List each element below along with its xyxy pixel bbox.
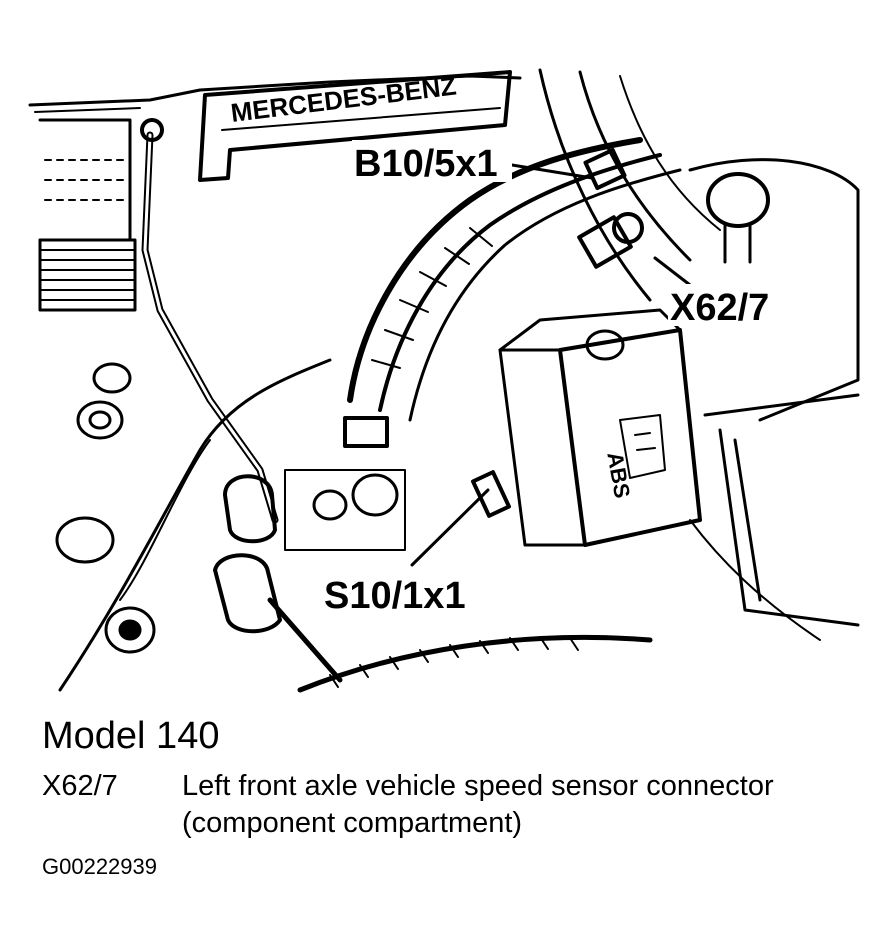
callout-b10-5x1: B10/5x1 [354,143,498,185]
connector-s10 [471,470,511,518]
sensor-plug-1 [223,474,277,544]
right-frame [703,393,860,627]
mercedes-plate-inner [221,107,501,131]
left-bolt-3 [55,516,115,564]
model-caption: Model 140 [42,715,220,757]
figure-id: G00222939 [42,854,157,879]
left-bolt-1 [92,362,132,394]
top-cover-line [34,107,141,113]
left-bottom-cap-inner [118,619,142,641]
callout-s10-1x1: S10/1x1 [324,575,466,617]
left-dash-lines [44,159,126,201]
left-vent-grille [38,238,137,312]
lower-valve-2 [312,489,348,521]
bottom-belt [297,634,653,693]
sensor-plug-2 [213,553,282,634]
leader-x62 [653,256,692,287]
connector-b10 [583,147,627,191]
reservoir-cap [706,172,770,228]
left-vent-lines [39,249,136,301]
lower-box [284,469,406,551]
mercedes-stamp: MERCEDES-BENZ [229,71,458,128]
engine-compartment-diagram: MERCEDES-BENZ ABS B10/5x1 X62/7 S10/1x1 [28,68,860,693]
leader-b10 [510,163,594,180]
harness-wraps [371,227,493,369]
bottom-belt-teeth [329,636,579,688]
reservoir-neck [723,224,752,264]
harness-main-2 [378,153,662,412]
left-bolt-2-inner [88,410,112,430]
right-frame-2 [689,519,821,641]
reservoir-body [688,158,860,422]
left-pipe-cap [140,118,164,142]
connector-x62-hub [612,212,644,244]
left-bolt-2 [76,400,124,440]
lower-left-hose-2 [119,439,211,601]
harness-main-3 [408,168,682,422]
lower-left-hose [58,358,332,692]
callout-x62-7: X62/7 [670,287,769,329]
clip-bracket [343,416,389,448]
connector-x62 [577,215,633,269]
lower-valve [351,473,399,517]
legend-code: X62/7 [42,770,118,802]
mercedes-plate [198,70,512,182]
abs-label: ABS [602,450,635,500]
sensor-cable-2 [267,597,343,683]
abs-symbol [619,414,666,479]
legend-description: Left front axle vehicle speed sensor con… [182,768,882,842]
harness-main [347,137,643,403]
cable-right-2 [578,70,692,262]
legend-description-line-2: (component compartment) [182,807,523,839]
cable-right-3 [619,75,721,231]
leader-s10 [410,488,490,567]
abs-unit-side [498,348,587,547]
cable-right-1 [538,68,652,302]
legend-description-line-1: Left front axle vehicle speed sensor con… [182,770,774,802]
left-bottom-cap [104,606,156,654]
left-pipe-inner [143,133,277,522]
abs-top-bolt [585,329,625,361]
